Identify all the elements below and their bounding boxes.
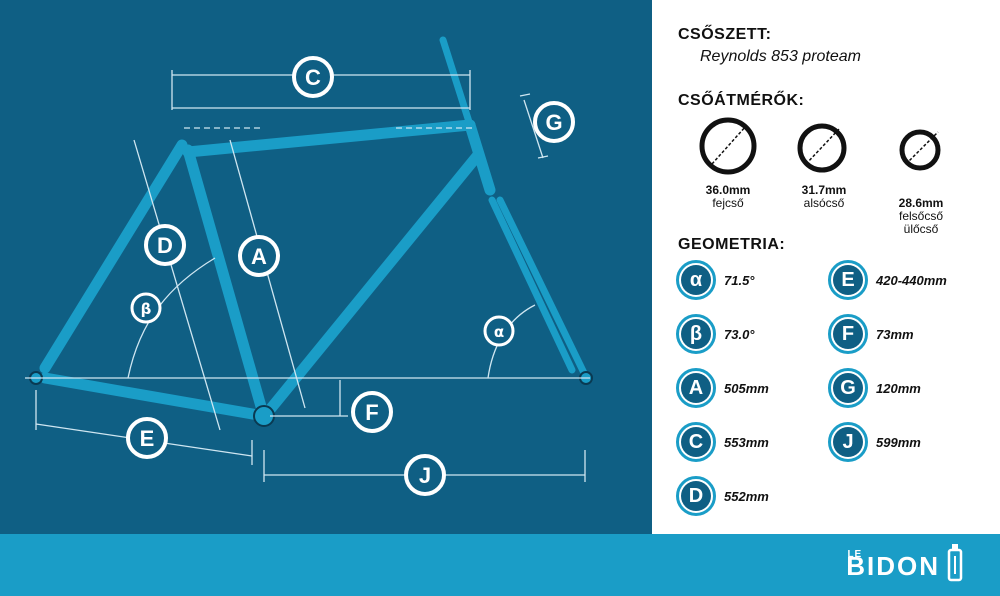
badge-alpha: α (483, 315, 515, 347)
measurement-lines (25, 70, 590, 482)
diagram-badges: C G D A β α F E J (126, 56, 575, 496)
frame-tubes (39, 119, 496, 421)
bottle-icon (947, 544, 963, 582)
svg-text:D: D (157, 233, 173, 258)
badge-G: G (533, 101, 575, 143)
badge-E: E (126, 417, 168, 459)
diameters-heading: CSŐÁTMÉRŐK: (678, 92, 805, 109)
badge-C: C (292, 56, 334, 98)
svg-text:A: A (251, 244, 267, 269)
footer-bar: LE BIDON (0, 534, 1000, 596)
badge-beta: β (130, 292, 162, 324)
svg-text:G: G (545, 110, 562, 135)
frame-geometry-diagram: C G D A β α F E J (0, 0, 652, 534)
badge-D: D (144, 224, 186, 266)
geometry-heading: GEOMETRIA: (678, 236, 786, 253)
badge-icon: D (676, 476, 716, 516)
badge-icon: J (828, 422, 868, 462)
svg-text:E: E (140, 426, 155, 451)
badge-icon: E (828, 260, 868, 300)
badge-icon: α (676, 260, 716, 300)
tubeset-heading: CSŐSZETT: (678, 26, 772, 43)
badge-J: J (404, 454, 446, 496)
badge-F: F (351, 391, 393, 433)
diameter-icon-top-seat-tube (899, 129, 941, 171)
badge-icon: G (828, 368, 868, 408)
badge-A: A (238, 235, 280, 277)
badge-icon: C (676, 422, 716, 462)
spec-panel: CSŐSZETT: Reynolds 853 proteam CSŐÁTMÉRŐ… (652, 0, 1000, 534)
badge-icon: β (676, 314, 716, 354)
frame-drawing: C G D A β α F E J (25, 36, 593, 496)
tubeset-value: Reynolds 853 proteam (700, 48, 861, 65)
diameter-icon-head-tube (699, 117, 757, 175)
svg-text:J: J (419, 463, 431, 488)
diameter-icon-down-tube (797, 123, 847, 173)
svg-text:C: C (305, 65, 321, 90)
svg-text:β: β (141, 300, 152, 318)
le-bidon-logo: LE BIDON (846, 542, 964, 582)
svg-text:α: α (494, 323, 504, 341)
badge-icon: F (828, 314, 868, 354)
badge-icon: A (676, 368, 716, 408)
svg-text:F: F (365, 400, 378, 425)
